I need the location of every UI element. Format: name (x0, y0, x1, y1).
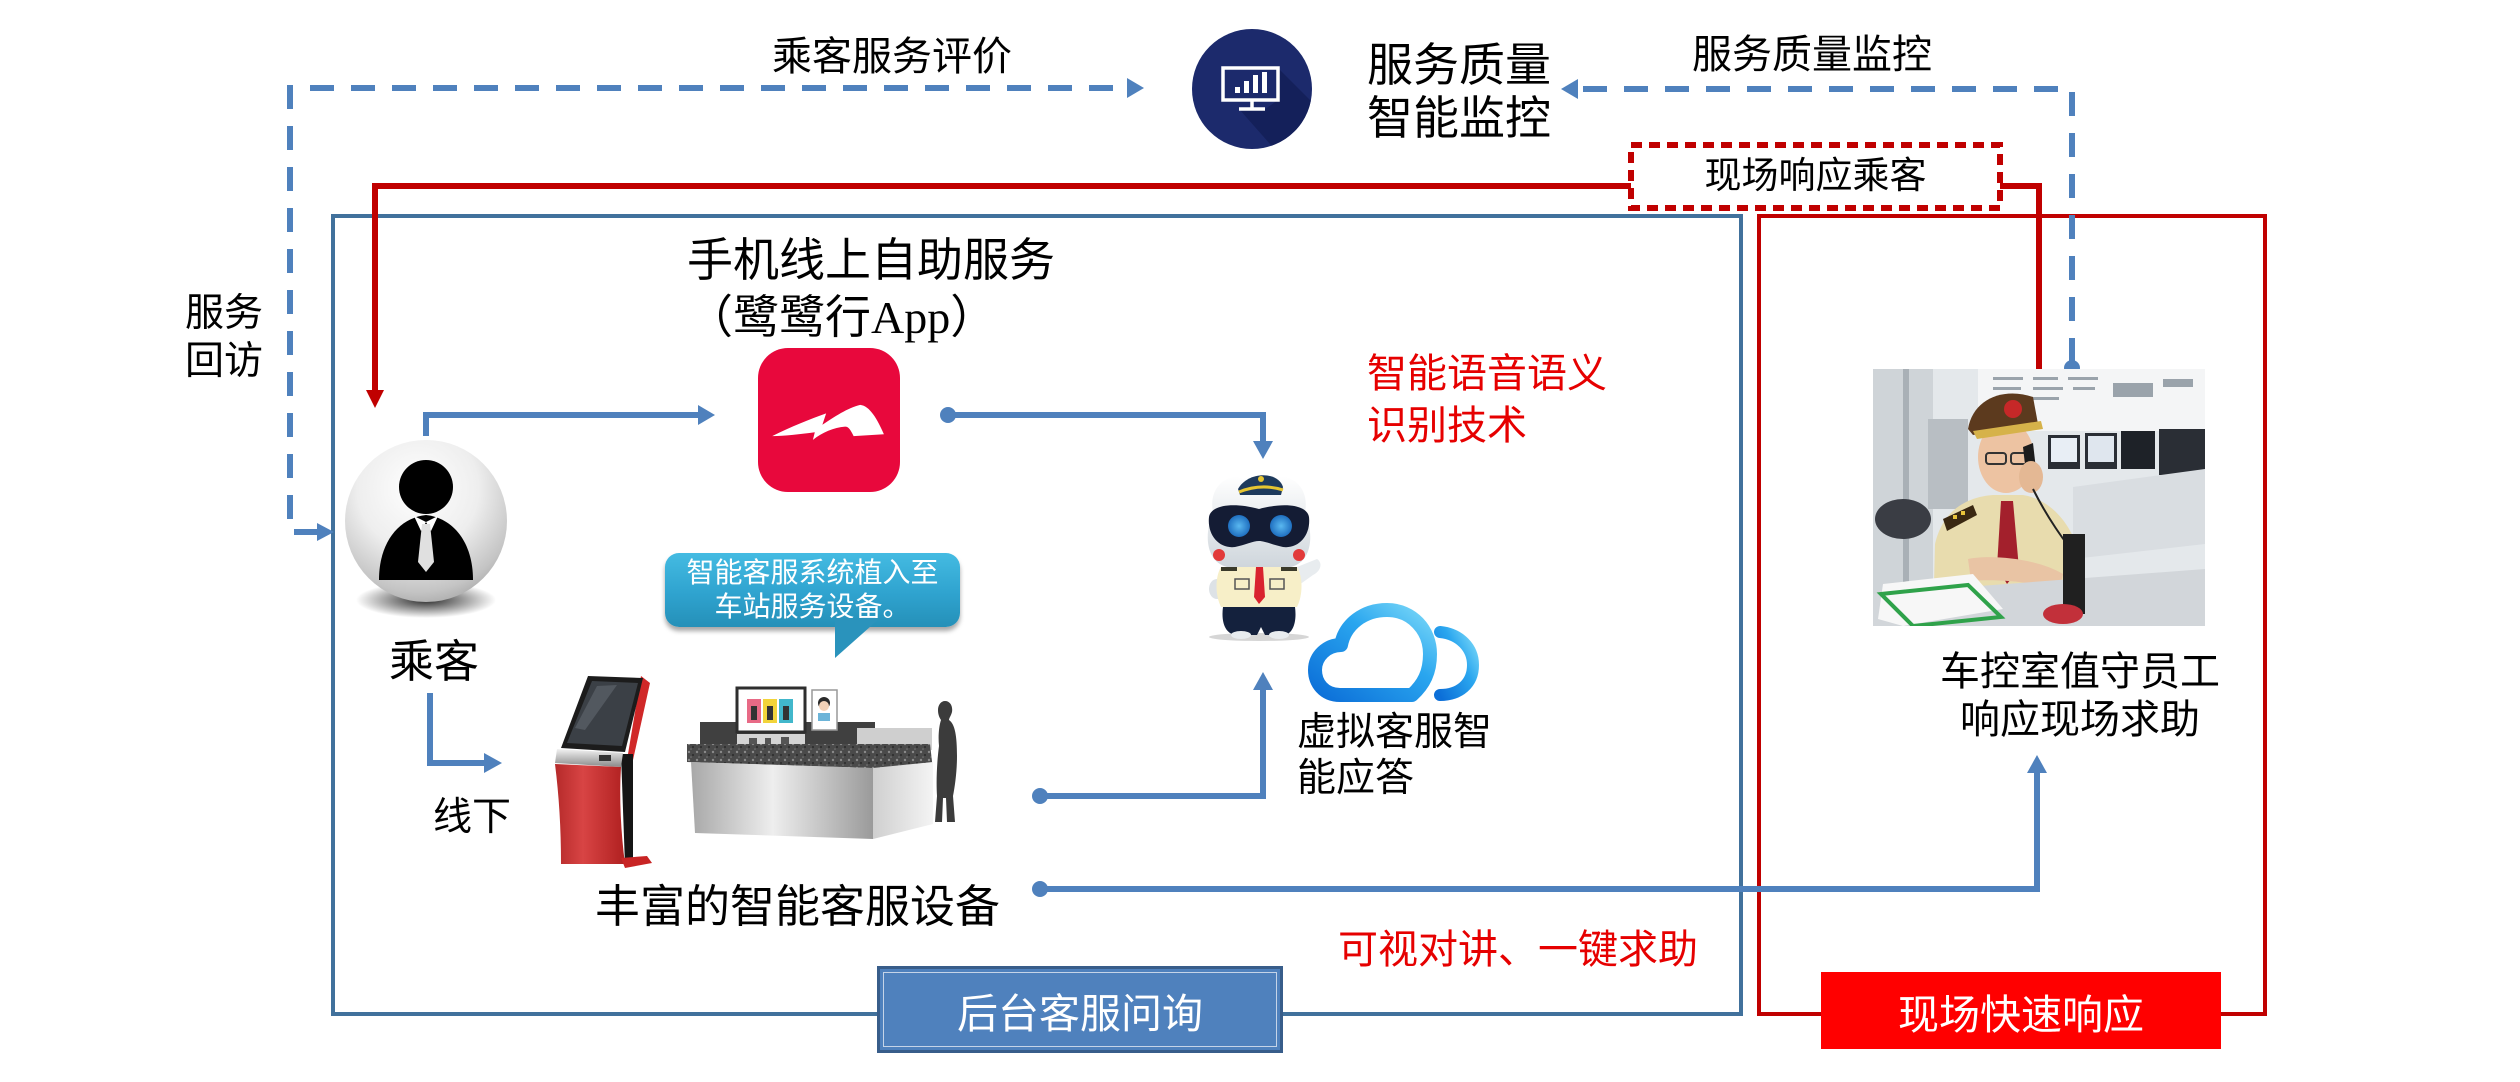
mobile-self-service-title: 手机线上自助服务 （鹭鹭行App） (687, 232, 1055, 346)
callout-bubble: 智能客服系统植入至 车站服务设备。 (665, 553, 960, 627)
label-line: 识别技术 (1367, 404, 1527, 448)
label-line: 智能语音语义 (1367, 352, 1607, 396)
backend-service-section-label: 后台客服问询 (877, 966, 1283, 1053)
passenger-to-app-connector (423, 412, 700, 436)
quality-monitoring-connector (1577, 86, 2075, 362)
arrowhead-response-to-passenger (366, 390, 384, 408)
callout-tail (835, 618, 880, 658)
service-counter-icon (687, 686, 957, 839)
smart-devices-label: 丰富的智能客服设备 (595, 882, 1001, 932)
label-line: 手机线上自助服务 (687, 235, 1055, 286)
arrowhead-to-passenger (317, 523, 334, 541)
app-to-virtual-agent-connector (948, 412, 1266, 443)
onsite-response-connector-source (2000, 183, 2042, 369)
app-logo-mark (772, 404, 884, 440)
callout-line: 智能客服系统植入至 (686, 557, 939, 588)
passenger-evaluation-label: 乘客服务评价 (772, 35, 1012, 79)
devices-to-staff-connector (1040, 771, 2040, 892)
label-line: （鹭鹭行App） (687, 292, 997, 343)
passenger-offline-connector (427, 693, 486, 766)
arrowhead-to-app (698, 405, 715, 425)
section-label-text: 现场快速响应 (1898, 991, 2144, 1038)
label-line: 智能监控 (1367, 92, 1551, 144)
label-line: 服务 (185, 292, 264, 335)
section-label-text: 后台客服问询 (957, 990, 1203, 1037)
cloud-icon (1308, 603, 1480, 702)
quality-monitoring-node-label: 服务质量 智能监控 (1367, 39, 1551, 145)
self-service-kiosk-icon (555, 676, 652, 868)
callout-line: 车站服务设备。 (714, 591, 911, 622)
offline-label: 线下 (433, 796, 512, 839)
label-line: 回访 (185, 340, 264, 383)
service-revisit-label: 服务 回访 (185, 290, 263, 386)
monitor-chart-icon (1192, 29, 1312, 149)
label-line: 车控室值守员工 (1940, 649, 2220, 694)
onsite-response-label-frame (1628, 142, 2003, 211)
onsite-response-passenger-label: 现场响应乘客 (1631, 145, 2000, 208)
devices-to-virtual-agent-connector (1040, 688, 1266, 799)
arrowhead-to-robot (1253, 441, 1273, 459)
passenger-label: 乘客 (389, 637, 480, 687)
arrowhead-to-virtual-agent (1253, 672, 1273, 690)
arrowhead-to-staff (2027, 755, 2047, 773)
arrowhead-quality-to-monitor (1561, 79, 1578, 99)
onsite-response-connector (372, 183, 1631, 392)
arrowhead-to-monitor (1127, 78, 1144, 98)
onsite-response-section-label: 现场快速响应 (1821, 972, 2221, 1049)
quality-monitoring-flow-label: 服务质量监控 (1692, 33, 1932, 77)
passenger-icon (345, 440, 507, 618)
label-line: 响应现场求助 (1960, 697, 2200, 742)
evaluation-revisit-connector (287, 85, 1128, 535)
label-line: 现场响应乘客 (1704, 155, 1927, 197)
robot-mascot-icon (1207, 475, 1321, 641)
label-line: 服务质量 (1367, 39, 1551, 91)
arrowhead-to-devices (484, 753, 502, 773)
control-room-staff-label: 车控室值守员工 响应现场求助 (1930, 648, 2230, 744)
control-room-operator-photo (1873, 369, 2205, 626)
video-intercom-label: 可视对讲、一键求助 (1338, 928, 1698, 972)
luluxing-app-icon (758, 348, 900, 492)
label-line: 能应答 (1297, 757, 1415, 800)
label-line: 虚拟客服智 (1297, 711, 1493, 754)
speech-recognition-tech-label: 智能语音语义 识别技术 (1367, 348, 1607, 452)
virtual-agent-label: 虚拟客服智 能应答 (1297, 710, 1492, 802)
